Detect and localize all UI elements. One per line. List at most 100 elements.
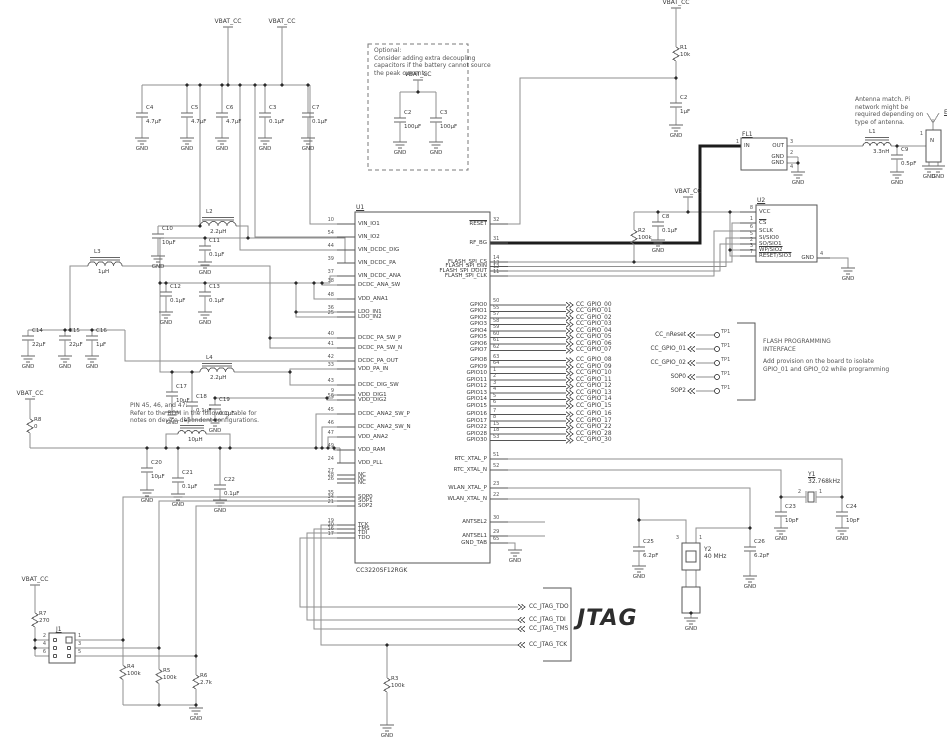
component-box: [48, 632, 76, 664]
junction-dot: [385, 643, 389, 647]
junction-dot: [203, 236, 207, 240]
component-box: [65, 636, 73, 644]
chevron-out-icon: [565, 357, 571, 364]
chevron-in-icon: [520, 641, 526, 649]
chevron-out-icon: [569, 417, 574, 425]
chevron-out-icon: [569, 308, 574, 315]
resistor-symbol: [383, 677, 391, 693]
chevron-out-icon: [569, 334, 574, 341]
tp-group-bracket: [737, 322, 756, 401]
wire: [309, 85, 337, 225]
chevron-in-icon: [690, 345, 696, 353]
chevron-out-icon: [565, 389, 571, 397]
component-box: [685, 550, 697, 563]
junction-dot: [213, 418, 217, 422]
chevron-out-icon: [565, 340, 571, 348]
chevron-out-icon: [569, 411, 574, 418]
chevron-out-icon: [521, 603, 526, 611]
chevron-out-icon: [565, 370, 571, 377]
junction-dot: [320, 281, 324, 285]
wire: [313, 528, 518, 630]
component-box: [925, 129, 942, 163]
wire: [289, 368, 337, 372]
chevron-in-icon: [687, 359, 692, 367]
junction-dot: [294, 310, 298, 314]
u1-ic-body: [354, 211, 491, 564]
junction-dot: [158, 281, 162, 285]
chevron-in-icon: [520, 625, 526, 633]
wire: [729, 212, 740, 257]
junction-dot: [689, 611, 693, 615]
u2-ic-body: [755, 204, 818, 263]
resistor-symbol: [192, 674, 200, 690]
wire: [306, 532, 518, 621]
junction-dot: [263, 83, 267, 87]
junction-dot: [253, 83, 257, 87]
chevron-out-icon: [569, 321, 574, 328]
wire: [508, 222, 740, 263]
junction-dot: [63, 328, 67, 332]
wire: [932, 112, 940, 124]
junction-dot: [246, 236, 250, 240]
chevron-out-icon: [569, 389, 574, 397]
chevron-out-icon: [565, 314, 571, 322]
resistor-symbol: [630, 229, 638, 245]
wire: [206, 433, 231, 448]
junction-dot: [228, 446, 232, 450]
inductor-symbol: [87, 261, 123, 267]
testpoint-circle: [714, 360, 720, 366]
chevron-out-icon: [569, 402, 574, 410]
junction-dot: [779, 495, 783, 499]
wire: [332, 394, 337, 398]
connector-pin-circle: [52, 645, 58, 651]
junction-dot: [326, 446, 330, 450]
junction-dot: [157, 646, 161, 650]
chevron-in-icon: [687, 331, 692, 339]
junction-dot: [314, 446, 318, 450]
chevron-out-icon: [565, 347, 571, 354]
chevron-out-icon: [569, 383, 574, 390]
chevron-out-icon: [569, 340, 574, 348]
wire: [122, 496, 337, 640]
chevron-out-icon: [565, 383, 571, 390]
junction-dot: [170, 370, 174, 374]
component-box: [681, 586, 701, 614]
chevron-in-icon: [687, 373, 692, 381]
chevron-in-icon: [517, 616, 522, 624]
junction-dot: [312, 281, 316, 285]
wire: [289, 372, 337, 386]
junction-dot: [176, 446, 180, 450]
connector-pin-circle: [66, 645, 72, 651]
wire: [315, 413, 337, 448]
junction-dot: [320, 446, 324, 450]
wire: [165, 433, 178, 448]
chevron-out-icon: [565, 437, 571, 444]
wire: [236, 225, 249, 238]
wire: [508, 498, 640, 547]
junction-dot: [213, 396, 217, 400]
junction-dot: [637, 518, 641, 522]
resistor-symbol: [31, 612, 39, 628]
junction-dot: [33, 646, 37, 650]
junction-dot: [294, 281, 298, 285]
wire: [508, 469, 782, 497]
wire: [158, 500, 337, 648]
junction-dot: [198, 224, 202, 228]
wire: [124, 330, 337, 362]
chevron-in-icon: [520, 616, 526, 624]
wire: [329, 275, 337, 283]
chevron-out-icon: [569, 347, 574, 354]
wire: [321, 426, 337, 448]
chevron-in-icon: [687, 345, 692, 353]
junction-dot: [220, 83, 224, 87]
junction-dot: [674, 76, 678, 80]
wire: [327, 436, 337, 448]
chevron-out-icon: [517, 603, 523, 611]
u1-part-number: CC3220SF12RGK: [356, 567, 408, 574]
junction-dot: [796, 161, 800, 165]
junction-dot: [728, 248, 732, 252]
junction-dot: [325, 396, 329, 400]
chevron-out-icon: [565, 321, 571, 328]
